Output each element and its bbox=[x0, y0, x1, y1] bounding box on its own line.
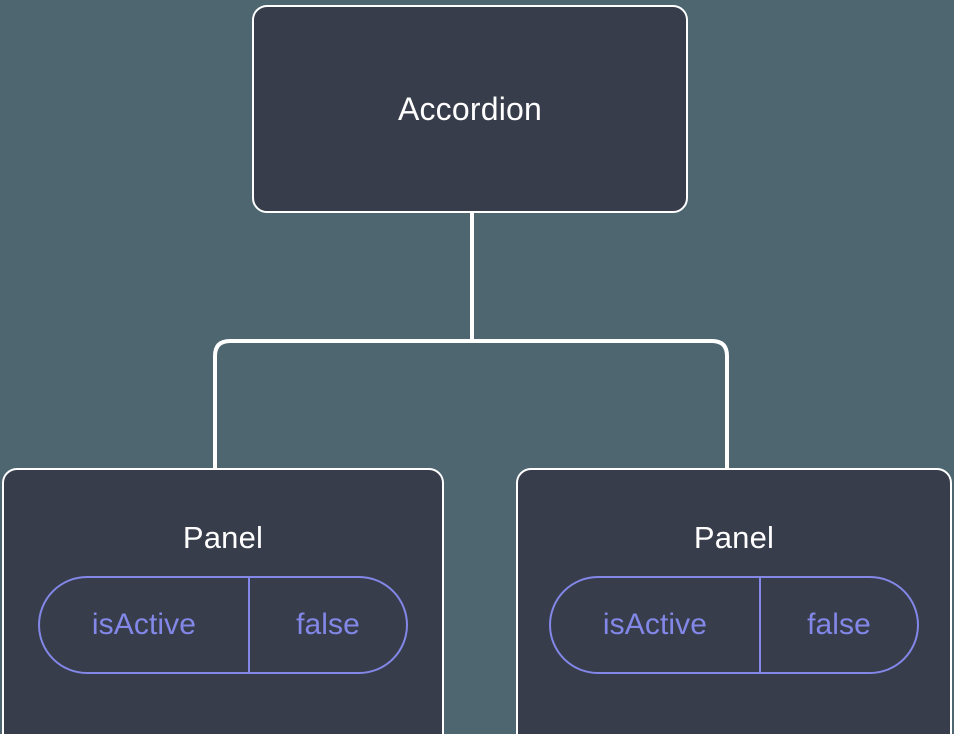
node-panel-2[interactable]: Panel isActive false bbox=[516, 468, 952, 734]
node-panel-2-title: Panel bbox=[693, 520, 775, 555]
node-accordion-title: Accordion bbox=[397, 91, 543, 127]
node-panel-1[interactable]: Panel isActive false bbox=[2, 468, 444, 734]
state-pill-panel-1[interactable]: isActive false bbox=[38, 576, 408, 674]
branch-bar bbox=[213, 339, 729, 468]
state-value-panel-1: false bbox=[296, 608, 360, 641]
node-panel-1-title: Panel bbox=[182, 520, 264, 555]
state-key-panel-2: isActive bbox=[551, 578, 761, 672]
state-key-panel-1: isActive bbox=[40, 578, 250, 672]
node-accordion[interactable]: Accordion bbox=[252, 5, 688, 213]
state-pill-panel-2[interactable]: isActive false bbox=[549, 576, 919, 674]
state-value-panel-2: false bbox=[807, 608, 871, 641]
